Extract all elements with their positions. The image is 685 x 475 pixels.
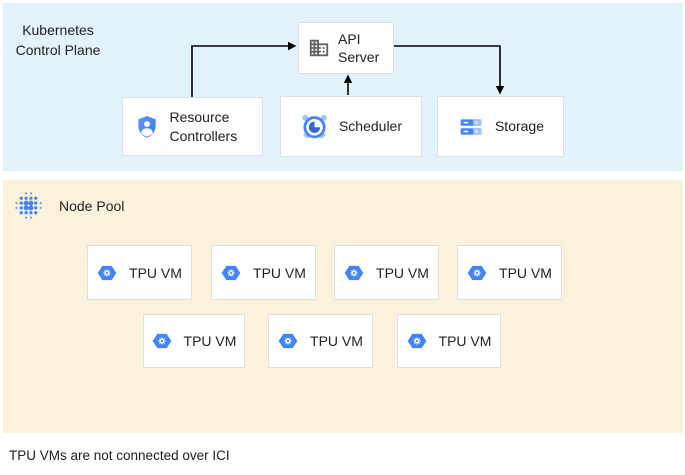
tpu-vm-node: TPU VM <box>397 314 501 368</box>
tpu-vm-node: TPU VM <box>268 314 373 368</box>
building-icon <box>309 39 329 57</box>
node-pool-header: Node Pool <box>13 190 124 221</box>
tpu-vm-node: TPU VM <box>457 245 562 300</box>
resource-controllers-label: Resource Controllers <box>169 109 238 144</box>
hexagon-gear-icon <box>97 265 117 280</box>
tpu-vm-label: TPU VM <box>438 333 492 349</box>
tpu-vm-label: TPU VM <box>129 264 182 281</box>
scheduler-label: Scheduler <box>338 118 403 135</box>
storage-node: Storage <box>437 96 564 157</box>
tpu-vm-label: TPU VM <box>310 333 363 349</box>
storage-label: Storage <box>494 118 545 135</box>
control-plane-title: Kubernetes Control Plane <box>15 22 101 59</box>
node-pool-label: Node Pool <box>59 197 125 214</box>
tpu-vm-node: TPU VM <box>143 314 245 368</box>
shield-user-icon <box>137 115 156 138</box>
footnote-text: TPU VMs are not connected over ICI <box>9 448 230 463</box>
tpu-vm-label: TPU VM <box>183 333 237 349</box>
hexagon-gear-icon <box>344 265 364 280</box>
resource-controllers-node: Resource Controllers <box>122 97 263 156</box>
storage-stack-icon <box>460 118 482 135</box>
api-server-label: API Server <box>338 30 380 65</box>
api-server-node: API Server <box>298 22 394 74</box>
hexagon-gear-icon <box>467 265 487 280</box>
scheduler-node: Scheduler <box>280 96 422 157</box>
alarm-clock-icon <box>302 114 327 139</box>
tpu-vm-node: TPU VM <box>334 245 439 300</box>
tpu-vm-label: TPU VM <box>253 264 306 281</box>
tpu-vm-label: TPU VM <box>376 264 429 281</box>
hexagon-gear-icon <box>407 333 426 349</box>
hexagon-gear-icon <box>278 333 298 349</box>
hexagon-gear-icon <box>152 333 171 349</box>
dot-cluster-icon <box>15 192 42 219</box>
tpu-vm-node: TPU VM <box>87 245 192 300</box>
tpu-vm-label: TPU VM <box>499 264 552 281</box>
node-pool-section <box>3 180 683 433</box>
hexagon-gear-icon <box>221 265 241 280</box>
tpu-vm-node: TPU VM <box>211 245 316 300</box>
